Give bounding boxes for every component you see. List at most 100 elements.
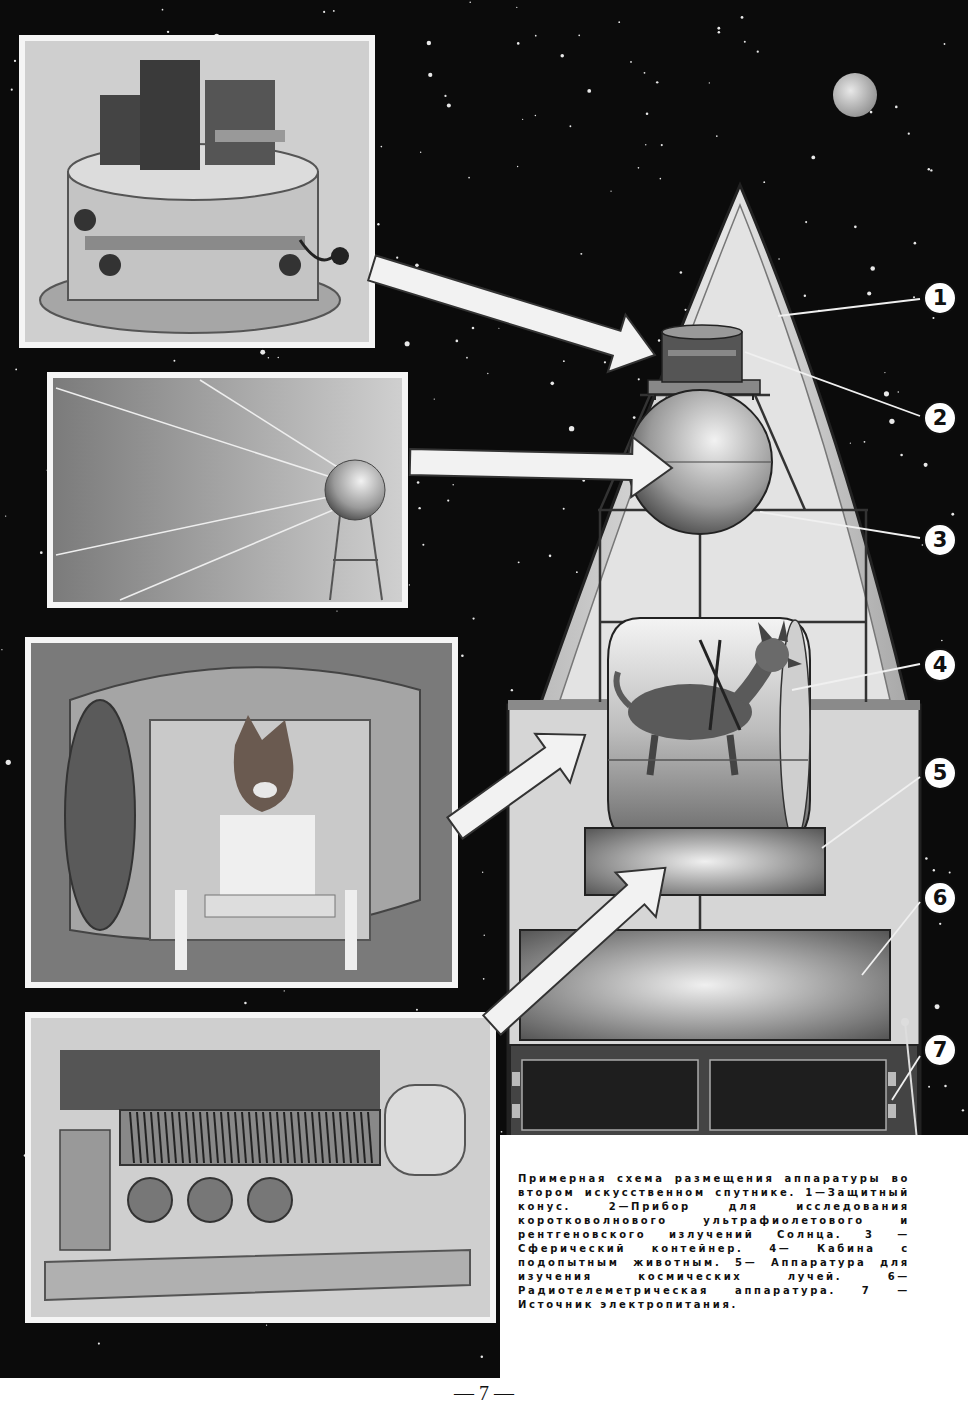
- photo-instrument: [22, 38, 372, 345]
- photo-electronics: [242, 1112, 246, 1163]
- solar-radiation-instrument: [662, 325, 742, 339]
- photo-electronics: [128, 1178, 172, 1222]
- photo-first-sputnik: [325, 460, 385, 520]
- star-field: [930, 169, 932, 171]
- star-field: [811, 156, 815, 160]
- star-field: [870, 266, 875, 271]
- power-source: [710, 1060, 886, 1130]
- star-field: [933, 869, 935, 871]
- star-field: [618, 21, 620, 23]
- callout-number: 6: [923, 881, 957, 915]
- photo-electronics: [165, 1112, 169, 1163]
- pointer-arrows: [363, 239, 685, 1047]
- power-source: [510, 1045, 918, 1137]
- star-field: [741, 16, 744, 19]
- star-field: [268, 357, 269, 358]
- star-field: [580, 253, 582, 255]
- star-field: [1, 649, 2, 650]
- star-field: [850, 443, 851, 444]
- photo-first-sputnik: [56, 495, 338, 555]
- leader-lines: [745, 299, 920, 1100]
- photo-electronics: [277, 1112, 281, 1163]
- callout-number: 1: [923, 281, 957, 315]
- star-field: [645, 144, 646, 145]
- leader-lines: [760, 512, 920, 538]
- photo-electronics: [298, 1112, 302, 1163]
- star-field: [516, 7, 517, 8]
- animal-cabin: [650, 735, 655, 775]
- star-field: [452, 484, 454, 486]
- photo-instrument: [22, 38, 372, 345]
- space-background: [0, 0, 968, 1378]
- star-field: [716, 135, 718, 137]
- star-field: [511, 689, 513, 691]
- callout-number: 3: [923, 523, 957, 557]
- pointer-arrows: [363, 239, 664, 383]
- photo-dog-cabin: [175, 890, 187, 970]
- star-field: [778, 258, 780, 260]
- star-field: [864, 441, 866, 443]
- photo-first-sputnik: [370, 515, 382, 600]
- photo-instrument: [331, 247, 349, 265]
- star-field: [630, 61, 632, 63]
- star-field: [483, 978, 485, 980]
- star-field: [381, 146, 383, 148]
- photo-instrument: [300, 240, 335, 260]
- photo-instrument: [215, 130, 285, 142]
- star-field: [757, 51, 759, 53]
- star-field: [418, 507, 420, 509]
- photo-electronics: [312, 1112, 316, 1163]
- figure-caption: Примерная схема размещения аппаратуры во…: [518, 1172, 910, 1312]
- photo-electronics: [347, 1112, 351, 1163]
- star-field: [944, 1085, 947, 1088]
- photo-electronics: [60, 1130, 110, 1250]
- star-field: [928, 168, 930, 170]
- star-field: [244, 1002, 247, 1005]
- star-field: [482, 872, 483, 873]
- photo-electronics: [186, 1112, 190, 1163]
- star-field: [935, 1004, 940, 1009]
- star-field: [941, 640, 943, 642]
- star-field: [472, 327, 475, 330]
- photo-electronics: [291, 1112, 295, 1163]
- star-field: [718, 31, 721, 34]
- power-source: [512, 1104, 520, 1118]
- solar-radiation-instrument: [654, 394, 656, 400]
- star-field: [638, 378, 640, 380]
- star-field: [661, 144, 663, 146]
- photo-electronics: [188, 1178, 232, 1222]
- photo-instrument: [74, 209, 96, 231]
- power-source: [888, 1104, 896, 1118]
- photo-electronics: [256, 1112, 260, 1163]
- star-field: [535, 35, 537, 37]
- photo-electronics: [284, 1112, 288, 1163]
- photo-electronics: [158, 1112, 162, 1163]
- photo-dog-cabin: [253, 782, 277, 798]
- callout-number: 4: [923, 648, 957, 682]
- star-field: [517, 42, 520, 45]
- leader-lines: [822, 777, 920, 848]
- star-field: [587, 89, 591, 93]
- star-field: [604, 361, 606, 363]
- star-field: [98, 1343, 100, 1345]
- photo-instrument: [99, 254, 121, 276]
- star-field: [420, 151, 421, 152]
- star-field: [417, 481, 420, 484]
- star-field: [939, 923, 941, 925]
- animal-cabin: [710, 640, 720, 730]
- photo-electronics: [248, 1178, 292, 1222]
- star-field: [278, 357, 279, 358]
- photo-electronics: [137, 1112, 141, 1163]
- star-field: [805, 221, 807, 223]
- photo-instrument: [279, 254, 301, 276]
- photo-dog-cabin: [234, 715, 294, 812]
- photo-electronics: [340, 1112, 344, 1163]
- photo-electronics: [193, 1112, 197, 1163]
- star-field: [804, 295, 806, 297]
- animal-cabin: [608, 618, 810, 842]
- photo-electronics: [214, 1112, 218, 1163]
- photo-electronics: [326, 1112, 330, 1163]
- star-field: [323, 11, 325, 13]
- star-field: [468, 177, 470, 179]
- star-field: [949, 871, 951, 873]
